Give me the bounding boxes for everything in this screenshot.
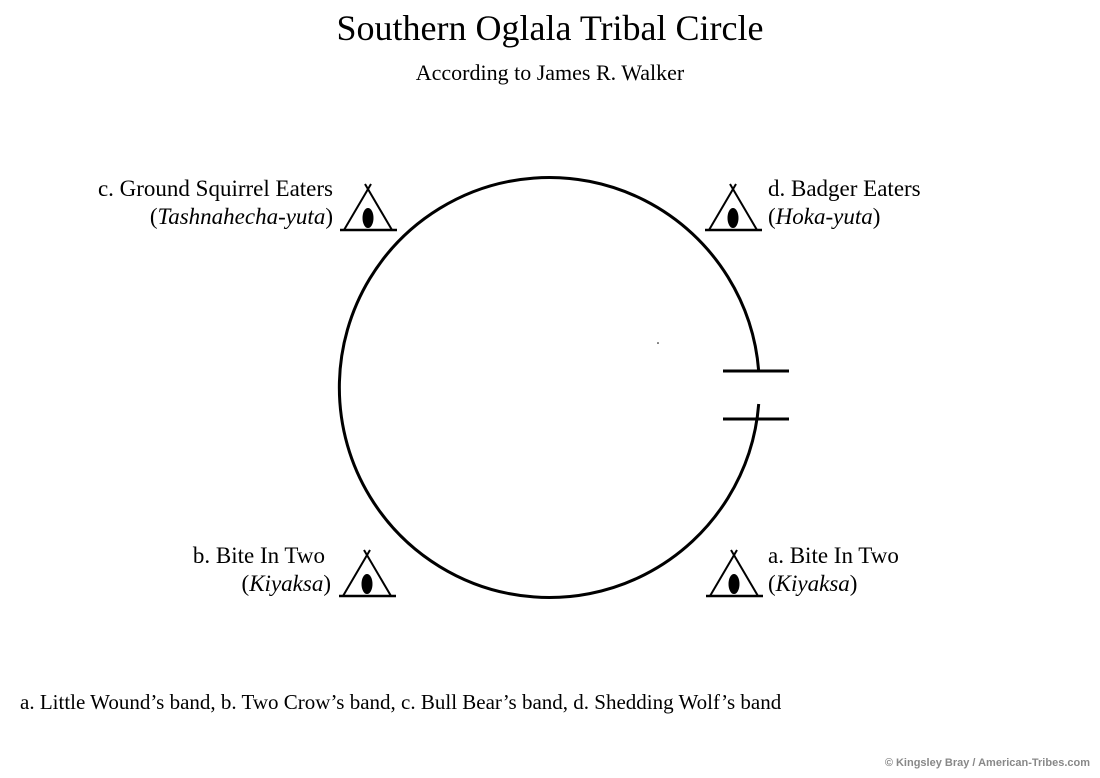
band-name-c: c. Ground Squirrel Eaters — [98, 176, 333, 201]
tipi-icon-a — [704, 548, 765, 598]
tipi-icon-c — [338, 182, 399, 232]
band-label-c: c. Ground Squirrel Eaters (Tashnahecha-y… — [98, 176, 333, 229]
center-mark — [657, 342, 659, 344]
band-native-d: (Hoka-yuta) — [768, 204, 880, 229]
band-native-a: (Kiyaksa) — [768, 571, 857, 596]
tipi-icon-d — [703, 182, 764, 232]
subtitle: According to James R. Walker — [416, 60, 685, 85]
band-name-b: b. Bite In Two — [193, 543, 325, 568]
band-label-b: b. Bite In Two (Kiyaksa) — [193, 543, 331, 596]
band-native-b: (Kiyaksa) — [242, 571, 331, 596]
band-native-c: (Tashnahecha-yuta) — [150, 204, 333, 229]
page-title: Southern Oglala Tribal Circle — [337, 8, 764, 48]
camp-circle — [337, 176, 761, 599]
band-label-d: d. Badger Eaters (Hoka-yuta) — [768, 176, 921, 229]
tipi-icon-b — [337, 548, 398, 598]
band-name-a: a. Bite In Two — [768, 543, 899, 568]
copyright-credit: © Kingsley Bray / American-Tribes.com — [885, 757, 1090, 769]
band-name-d: d. Badger Eaters — [768, 176, 921, 201]
band-label-a: a. Bite In Two (Kiyaksa) — [768, 543, 899, 596]
legend-text: a. Little Wound’s band, b. Two Crow’s ba… — [20, 690, 782, 714]
